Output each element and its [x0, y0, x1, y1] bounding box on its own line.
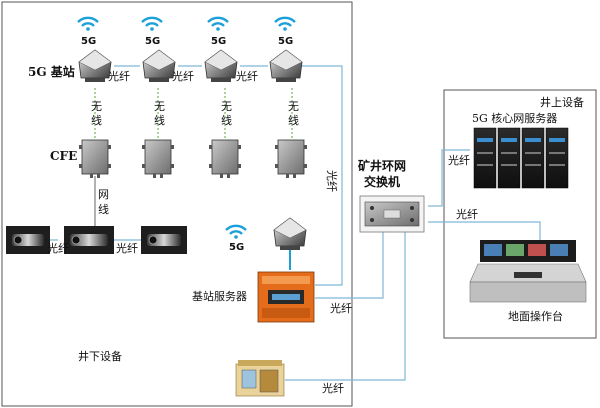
ground-console-label: 地面操作台: [508, 309, 563, 323]
fiber-label-vertical: 光纤: [325, 170, 339, 192]
fiber-label: 光纤: [116, 241, 138, 255]
base-station-3: [204, 49, 238, 82]
cfe-device-4: [275, 139, 307, 178]
above-ground-title: 井上设备: [540, 95, 584, 109]
core-server-label: 5G 核心网服务器: [472, 111, 557, 125]
ring-switch-label: 交换机: [364, 174, 400, 189]
wifi-icon: [274, 16, 296, 31]
underground-title: 井下设备: [78, 349, 122, 363]
cfe-label: CFE: [50, 149, 77, 163]
wifi-icon: [207, 16, 229, 31]
wireless-label: 无: [91, 100, 102, 113]
above-ground-region: [443, 89, 597, 339]
wireless-label: 无: [288, 100, 299, 113]
ground-console: [469, 240, 587, 303]
base-station-4: [269, 49, 303, 82]
wifi-icon: [225, 224, 247, 239]
fiber-label: 光纤: [108, 69, 130, 83]
base-station-server: [257, 271, 315, 323]
core-network-server-racks: [473, 127, 569, 189]
cfe-device-1: [79, 139, 111, 178]
base-station-label: 5G 基站: [28, 64, 75, 79]
wifi-label-2: 5G: [145, 36, 160, 47]
camera-3: [141, 226, 187, 254]
fiber-label: 光纤: [448, 153, 470, 167]
base-station-1: [78, 49, 112, 82]
wireless-label: 无: [154, 100, 165, 113]
underground-region: [1, 1, 353, 407]
base-station-2: [142, 49, 176, 82]
fiber-label: 光纤: [456, 207, 478, 221]
wireless-label: 线: [154, 113, 165, 127]
ring-switch-label: 矿井环网: [358, 158, 406, 173]
network-label: 网: [98, 188, 109, 201]
fiber-label: 光纤: [172, 69, 194, 83]
fiber-label: 光纤: [330, 301, 352, 315]
cfe-device-2: [142, 139, 174, 178]
wifi-label-server: 5G: [229, 242, 244, 253]
underground-cabin: [235, 360, 285, 397]
cfe-device-3: [209, 139, 241, 178]
wireless-label: 线: [91, 113, 102, 127]
network-label: 线: [98, 202, 109, 216]
base-station-5: [273, 217, 307, 250]
camera-2: [64, 226, 114, 254]
wireless-label: 无: [221, 100, 232, 113]
camera-1: [6, 226, 50, 254]
wifi-label-3: 5G: [211, 36, 226, 47]
fiber-label: 光纤: [47, 241, 69, 255]
wifi-label-4: 5G: [278, 36, 293, 47]
wireless-label: 线: [221, 113, 232, 127]
wireless-lines: [94, 88, 293, 138]
wifi-icon: [141, 16, 163, 31]
fiber-label: 光纤: [236, 69, 258, 83]
fiber-lines: [50, 65, 541, 381]
wireless-label: 线: [288, 113, 299, 127]
wifi-label-1: 5G: [81, 36, 96, 47]
wifi-icon: [77, 16, 99, 31]
base-station-server-label: 基站服务器: [192, 289, 247, 303]
fiber-label: 光纤: [322, 381, 344, 395]
ring-switch: [359, 195, 425, 233]
